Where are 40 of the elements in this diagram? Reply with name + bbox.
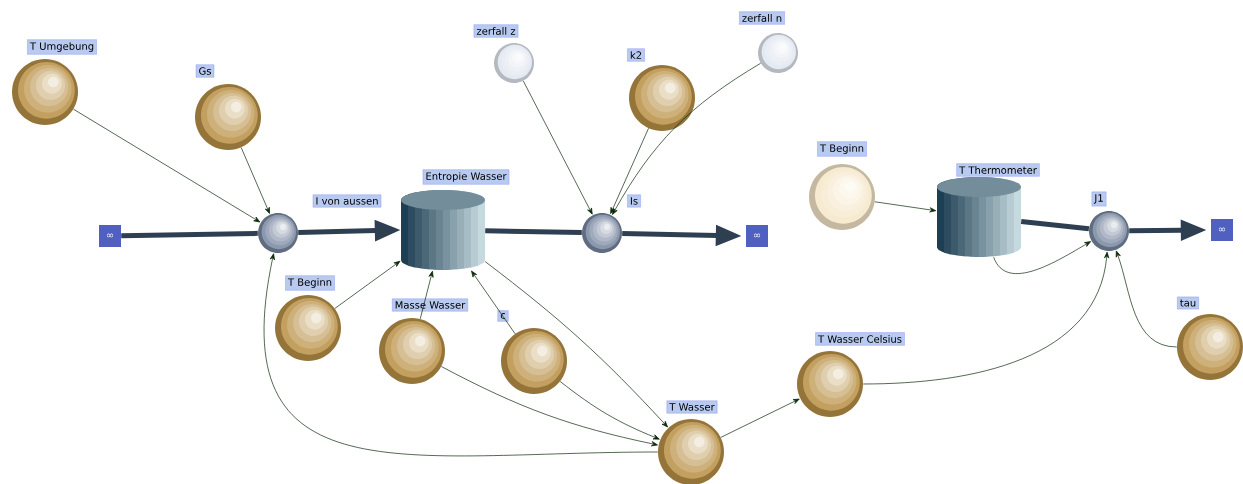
link-arrow (612, 62, 761, 215)
link-arrow (862, 251, 1110, 385)
name-tag: zerfall n (739, 11, 785, 25)
link-arrow (73, 108, 261, 223)
flow-pipe (1020, 219, 1090, 232)
link-arrow (720, 398, 800, 438)
name-tag: Entropie Wasser (422, 169, 510, 185)
link-arrow (264, 253, 659, 457)
link-arrow (334, 260, 401, 309)
name-tag: T Umgebung (27, 39, 97, 55)
link-arrow (874, 201, 937, 213)
link-arrow (610, 128, 649, 214)
link-arrow (471, 270, 516, 335)
name-tag: Masse Wasser (392, 298, 468, 312)
link-arrow (419, 270, 434, 320)
link-arrow (240, 147, 270, 214)
name-tag: T Beginn (285, 275, 335, 291)
cloud-box: ∞ (99, 225, 121, 247)
link-arrow (993, 241, 1091, 274)
flow-pipe (121, 230, 258, 239)
name-tag: T Wasser (666, 400, 718, 414)
link-arrow (559, 381, 660, 440)
flow-pipe (485, 228, 582, 236)
link-arrow (484, 261, 668, 428)
name-tag: tau (1177, 296, 1199, 310)
name-tag: Is (627, 194, 641, 208)
link-arrow (522, 80, 593, 215)
name-tag: T Wasser Celsius (815, 332, 905, 346)
name-tag: T Beginn (817, 141, 867, 157)
name-tag: c (497, 310, 509, 322)
name-tag: k2 (627, 48, 645, 62)
name-tag: Gs (195, 64, 215, 78)
cloud-box: ∞ (1211, 219, 1233, 241)
name-tag: zerfall z (473, 24, 519, 38)
link-arrow (1115, 250, 1178, 348)
link-arrow (441, 366, 658, 447)
name-tag: I von aussen (312, 194, 382, 208)
cloud-box: ∞ (746, 225, 768, 247)
name-tag: T Thermometer (956, 163, 1040, 177)
name-tag: J1 (1091, 191, 1107, 207)
